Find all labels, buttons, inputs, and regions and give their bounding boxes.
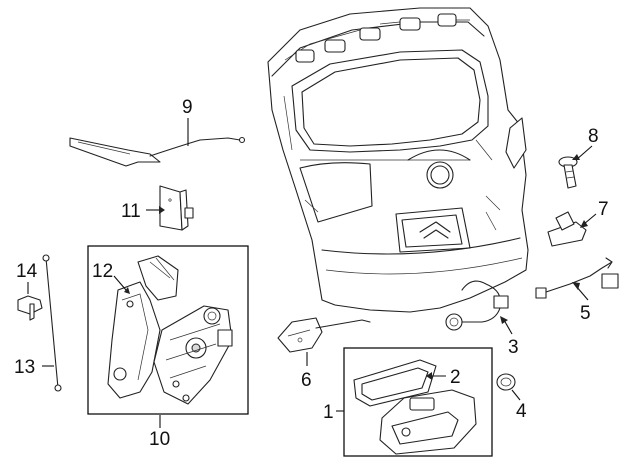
part-6-handle-trim	[277, 317, 371, 353]
part-2-handle-gasket	[353, 359, 437, 407]
group-box-1	[343, 347, 493, 457]
callout-8: 8	[588, 126, 599, 147]
callout-11: 11	[121, 201, 141, 222]
callout-5: 5	[580, 303, 591, 324]
part-10-latch-actuator	[153, 305, 233, 405]
callout-14: 14	[16, 261, 38, 282]
rear-window-opening	[291, 49, 489, 153]
spoiler-bumps	[295, 13, 457, 63]
part-14-retainer-clip	[17, 295, 43, 321]
part-11-control-module	[159, 185, 194, 231]
callout-10: 10	[149, 429, 170, 450]
callout-7: 7	[598, 199, 609, 220]
group-box-10	[87, 245, 249, 415]
callout-12: 12	[92, 261, 113, 282]
part-1-handle-housing	[379, 389, 477, 455]
liftgate-panel	[267, 7, 529, 313]
callout-9: 9	[182, 97, 193, 118]
part-12-latch-bracket	[107, 255, 179, 399]
callout-13: 13	[14, 357, 35, 378]
callout-4: 4	[516, 401, 527, 422]
callout-3: 3	[508, 337, 519, 358]
part-7-release-switch	[547, 211, 587, 247]
part-4-plug-grommet	[496, 373, 516, 391]
callout-2: 2	[450, 367, 461, 388]
part-13-support-strut	[42, 254, 62, 392]
callout-6: 6	[301, 370, 312, 391]
part-9-wiring-strip	[69, 136, 246, 167]
part-3-wiring-harness	[445, 280, 509, 331]
part-5-harness-cable	[535, 257, 619, 299]
taillight-pocket	[505, 117, 527, 169]
callout-1: 1	[323, 402, 334, 423]
part-8-bolt	[558, 156, 578, 189]
